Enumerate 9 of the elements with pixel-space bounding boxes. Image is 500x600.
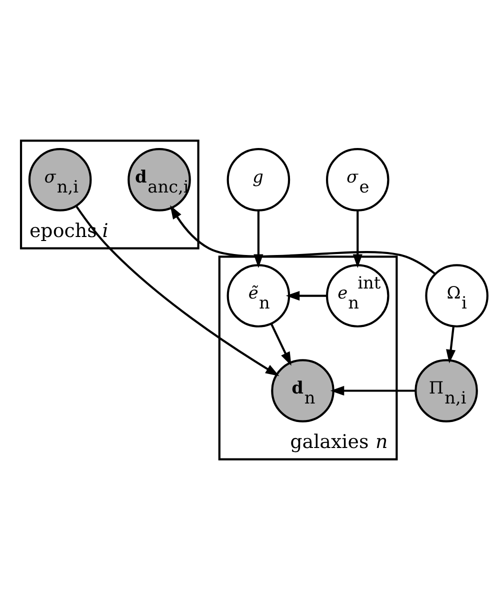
arrow [446,326,456,364]
node-circle: g [226,148,290,212]
arrow [170,205,436,275]
arrow [286,290,327,301]
arrow [75,205,280,376]
arrow [352,210,362,268]
arrow [270,323,292,366]
arrow [254,210,264,268]
arrow [330,386,416,396]
